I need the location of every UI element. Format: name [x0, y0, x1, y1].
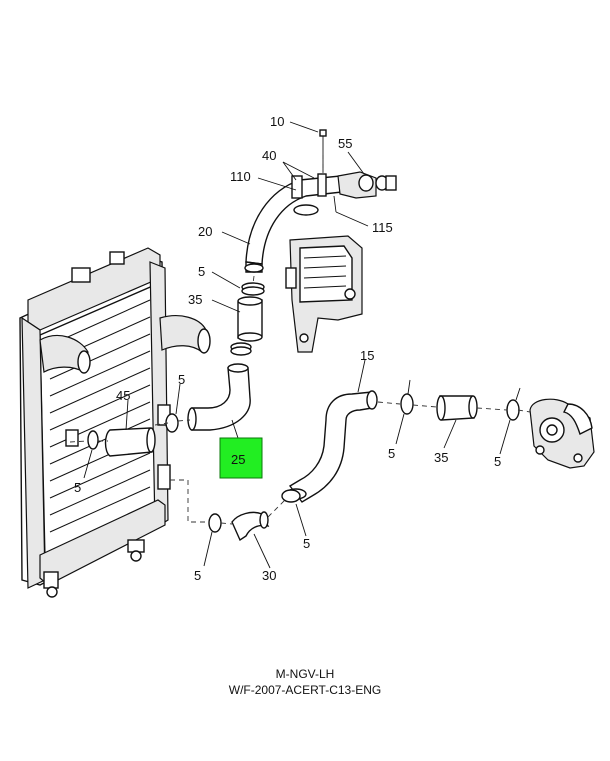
callout-45[interactable]: 45 — [116, 388, 130, 403]
clamp-5-bottom — [208, 513, 222, 533]
hose-25 — [187, 363, 251, 431]
callout-30[interactable]: 30 — [262, 568, 276, 583]
upper-coolant-tube — [244, 129, 397, 273]
callout-55[interactable]: 55 — [338, 136, 352, 151]
callout-5-b[interactable]: 5 — [178, 372, 185, 387]
hose-stack — [230, 282, 265, 356]
hose-45 — [104, 427, 156, 457]
callout-15[interactable]: 15 — [360, 348, 374, 363]
diagram-caption-config: W/F-2007-ACERT-C13-ENG — [228, 683, 382, 697]
clamp-5-lower-mid — [281, 489, 301, 503]
callout-40[interactable]: 40 — [262, 148, 276, 163]
callout-10[interactable]: 10 — [270, 114, 284, 129]
callout-5-c[interactable]: 5 — [74, 480, 81, 495]
callout-5-f[interactable]: 5 — [303, 536, 310, 551]
clamp-5-left — [87, 430, 99, 450]
callout-35-b[interactable]: 35 — [434, 450, 448, 465]
callout-115[interactable]: 115 — [372, 220, 393, 235]
selected-part-highlight[interactable] — [219, 437, 263, 479]
callout-5-e[interactable]: 5 — [494, 454, 501, 469]
hose-30 — [231, 511, 270, 542]
callout-25[interactable]: 25 — [231, 452, 245, 467]
thermostat-housing — [285, 235, 363, 353]
leader-lines — [83, 121, 511, 569]
radiator-assembly — [19, 247, 211, 598]
callout-110[interactable]: 110 — [230, 169, 251, 184]
callout-5-d[interactable]: 5 — [388, 446, 395, 461]
callout-5-a[interactable]: 5 — [198, 264, 205, 279]
water-pump — [529, 398, 595, 469]
callout-35-a[interactable]: 35 — [188, 292, 202, 307]
assembly-paths — [69, 150, 531, 525]
hose-15 — [285, 390, 378, 503]
callout-5-g[interactable]: 5 — [194, 568, 201, 583]
right-hose-parts — [400, 379, 521, 421]
diagram-caption-model: M-NGV-LH — [275, 667, 335, 681]
callout-labels: 10 40 55 110 115 20 5 35 15 5 45 5 5 35 … — [74, 114, 501, 583]
callout-20[interactable]: 20 — [198, 224, 212, 239]
